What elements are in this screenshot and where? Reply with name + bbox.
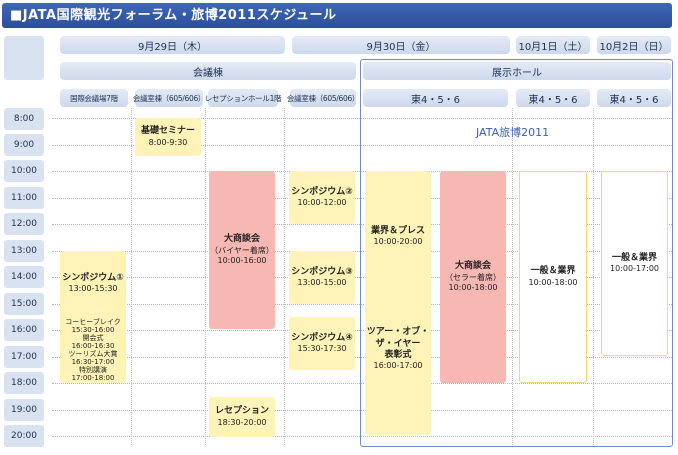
event-name: 一般＆業界 xyxy=(530,266,576,277)
event-time: 18:30-20:00 xyxy=(217,417,267,427)
time-label: 16:00 xyxy=(4,319,44,341)
event-symposium-1-block[interactable]: シンポジウム① 13:00-15:30 コーヒーブレイク 15:30-16:00… xyxy=(60,251,126,383)
event-special-lecture: 特別講演 17:00-18:00 xyxy=(60,366,126,383)
event-subtitle: 表彰式 xyxy=(384,349,412,360)
event-name: 特別講演 xyxy=(79,366,107,374)
event-name: 大商談会 xyxy=(223,234,260,245)
event-name: 業界＆プレス xyxy=(370,226,425,236)
event-opening-ceremony: 開会式 16:00-16:30 xyxy=(60,334,126,351)
venue-header-conference: 会議棟 xyxy=(60,62,356,80)
event-name: シンポジウム① xyxy=(62,273,124,283)
grid-line xyxy=(52,118,672,119)
event-general-oct1[interactable]: 一般＆業界 10:00-18:00 xyxy=(519,171,587,383)
grid-line xyxy=(52,383,672,384)
column-divider xyxy=(593,108,594,445)
header-corner xyxy=(4,36,44,80)
event-name: 開会式 xyxy=(82,334,104,342)
expo-label: JATA旅博2011 xyxy=(476,126,550,139)
page-title: ■JATA国際観光フォーラム・旅博2011スケジュール xyxy=(2,3,672,28)
event-time: 13:00-15:30 xyxy=(68,284,118,294)
grid-line xyxy=(52,277,672,278)
room-header-east-oct2: 東4・5・6 xyxy=(597,89,671,107)
time-label: 15:00 xyxy=(4,293,44,315)
event-symposium-3[interactable]: シンポジウム③ 13:00-15:00 xyxy=(289,251,355,304)
event-basic-seminar[interactable]: 基礎セミナー 8:00-9:30 xyxy=(135,118,201,156)
time-label: 14:00 xyxy=(4,266,44,288)
event-time: 13:00-15:00 xyxy=(297,278,347,288)
event-name: シンポジウム② xyxy=(291,186,353,197)
room-header-meeting-605: 会議室棟（605/606） xyxy=(133,89,205,107)
grid-line xyxy=(52,224,672,225)
event-time: 17:00-18:00 xyxy=(71,374,115,383)
time-label: 13:00 xyxy=(4,240,44,262)
column-divider xyxy=(205,108,206,445)
event-time: 10:00-20:00 xyxy=(373,237,423,247)
time-label: 12:00 xyxy=(4,213,44,235)
event-time: 10:00-18:00 xyxy=(528,277,578,287)
venue-header-exhibition: 展示ホール xyxy=(363,62,671,80)
column-divider xyxy=(284,108,285,445)
event-time: 16:00-17:00 xyxy=(373,361,423,370)
event-reception[interactable]: レセプション 18:30-20:00 xyxy=(209,397,275,437)
time-label: 17:00 xyxy=(4,346,44,368)
event-name: シンポジウム④ xyxy=(291,332,353,343)
date-header-sep29: 9月29日（木） xyxy=(60,36,285,54)
event-time: 10:00-12:00 xyxy=(297,198,347,208)
event-name: 一般＆業界 xyxy=(611,252,657,263)
grid-line xyxy=(52,145,672,146)
room-header-meeting-605-2: 会議室棟（605/606） xyxy=(287,89,359,107)
event-name: レセプション xyxy=(214,406,269,417)
event-tourism-award: ツーリズム大賞 16:30-17:00 xyxy=(60,350,126,367)
event-symposium-4[interactable]: シンポジウム④ 15:30-17:30 xyxy=(289,317,355,370)
event-subtitle: （バイヤー着席） xyxy=(210,245,274,255)
column-divider xyxy=(131,108,132,445)
grid-line xyxy=(52,436,672,437)
date-header-sep30: 9月30日（金） xyxy=(292,36,510,54)
date-header-oct1: 10月1日（土） xyxy=(516,36,590,54)
event-name: 基礎セミナー xyxy=(140,126,195,137)
event-symposium-2[interactable]: シンポジウム② 10:00-12:00 xyxy=(289,171,355,224)
time-label: 11:00 xyxy=(4,187,44,209)
event-general-oct2[interactable]: 一般＆業界 10:00-17:00 xyxy=(601,171,668,356)
event-business-meeting-seller[interactable]: 大商談会 （セラー着席） 10:00-18:00 xyxy=(440,171,506,383)
grid-line xyxy=(52,304,672,305)
time-label: 20:00 xyxy=(4,425,44,447)
exhibition-frame xyxy=(360,59,673,447)
time-label: 10:00 xyxy=(4,160,44,182)
event-coffee-break: コーヒーブレイク 15:30-16:00 xyxy=(60,318,126,335)
room-header-east-oct1: 東4・5・6 xyxy=(516,89,590,107)
event-time: 15:30-16:00 xyxy=(71,326,115,335)
event-time: 15:30-17:30 xyxy=(297,344,347,354)
date-header-oct2: 10月2日（日） xyxy=(597,36,671,54)
grid-line xyxy=(52,198,672,199)
time-label: 18:00 xyxy=(4,372,44,394)
event-name: ツーリズム大賞 xyxy=(68,350,118,358)
event-name: 大商談会 xyxy=(454,261,491,272)
event-time: 8:00-9:30 xyxy=(148,137,188,147)
time-label: 8:00 xyxy=(4,108,44,130)
grid-line xyxy=(52,330,672,331)
grid-line xyxy=(52,171,672,172)
event-time: 10:00-16:00 xyxy=(217,255,267,265)
time-label: 9:00 xyxy=(4,134,44,156)
event-business-meeting-buyer[interactable]: 大商談会 （バイヤー着席） 10:00-16:00 xyxy=(209,171,275,329)
event-name: ツアー・オブ・ザ・イヤー xyxy=(366,327,430,349)
grid-line xyxy=(52,251,672,252)
column-divider xyxy=(512,108,513,445)
event-time: 16:30-17:00 xyxy=(71,358,115,367)
room-header-east-sep30: 東4・5・6 xyxy=(363,89,508,107)
event-time: 16:00-16:30 xyxy=(71,342,115,351)
event-time: 10:00-18:00 xyxy=(448,282,498,292)
event-trade-and-press[interactable]: 業界＆プレス 10:00-20:00 ツアー・オブ・ザ・イヤー 表彰式 16:0… xyxy=(365,171,431,435)
grid-line xyxy=(52,357,672,358)
room-header-intl-hall: 国際会議場7階 xyxy=(60,89,128,107)
time-label: 19:00 xyxy=(4,399,44,421)
event-time: 10:00-17:00 xyxy=(610,264,659,274)
room-header-reception-hall: レセプションホール1階 xyxy=(205,89,282,107)
event-subtitle: （セラー着席） xyxy=(445,272,501,282)
grid-line xyxy=(52,410,672,411)
event-name: コーヒーブレイク xyxy=(65,318,121,326)
event-name: シンポジウム③ xyxy=(291,266,353,277)
